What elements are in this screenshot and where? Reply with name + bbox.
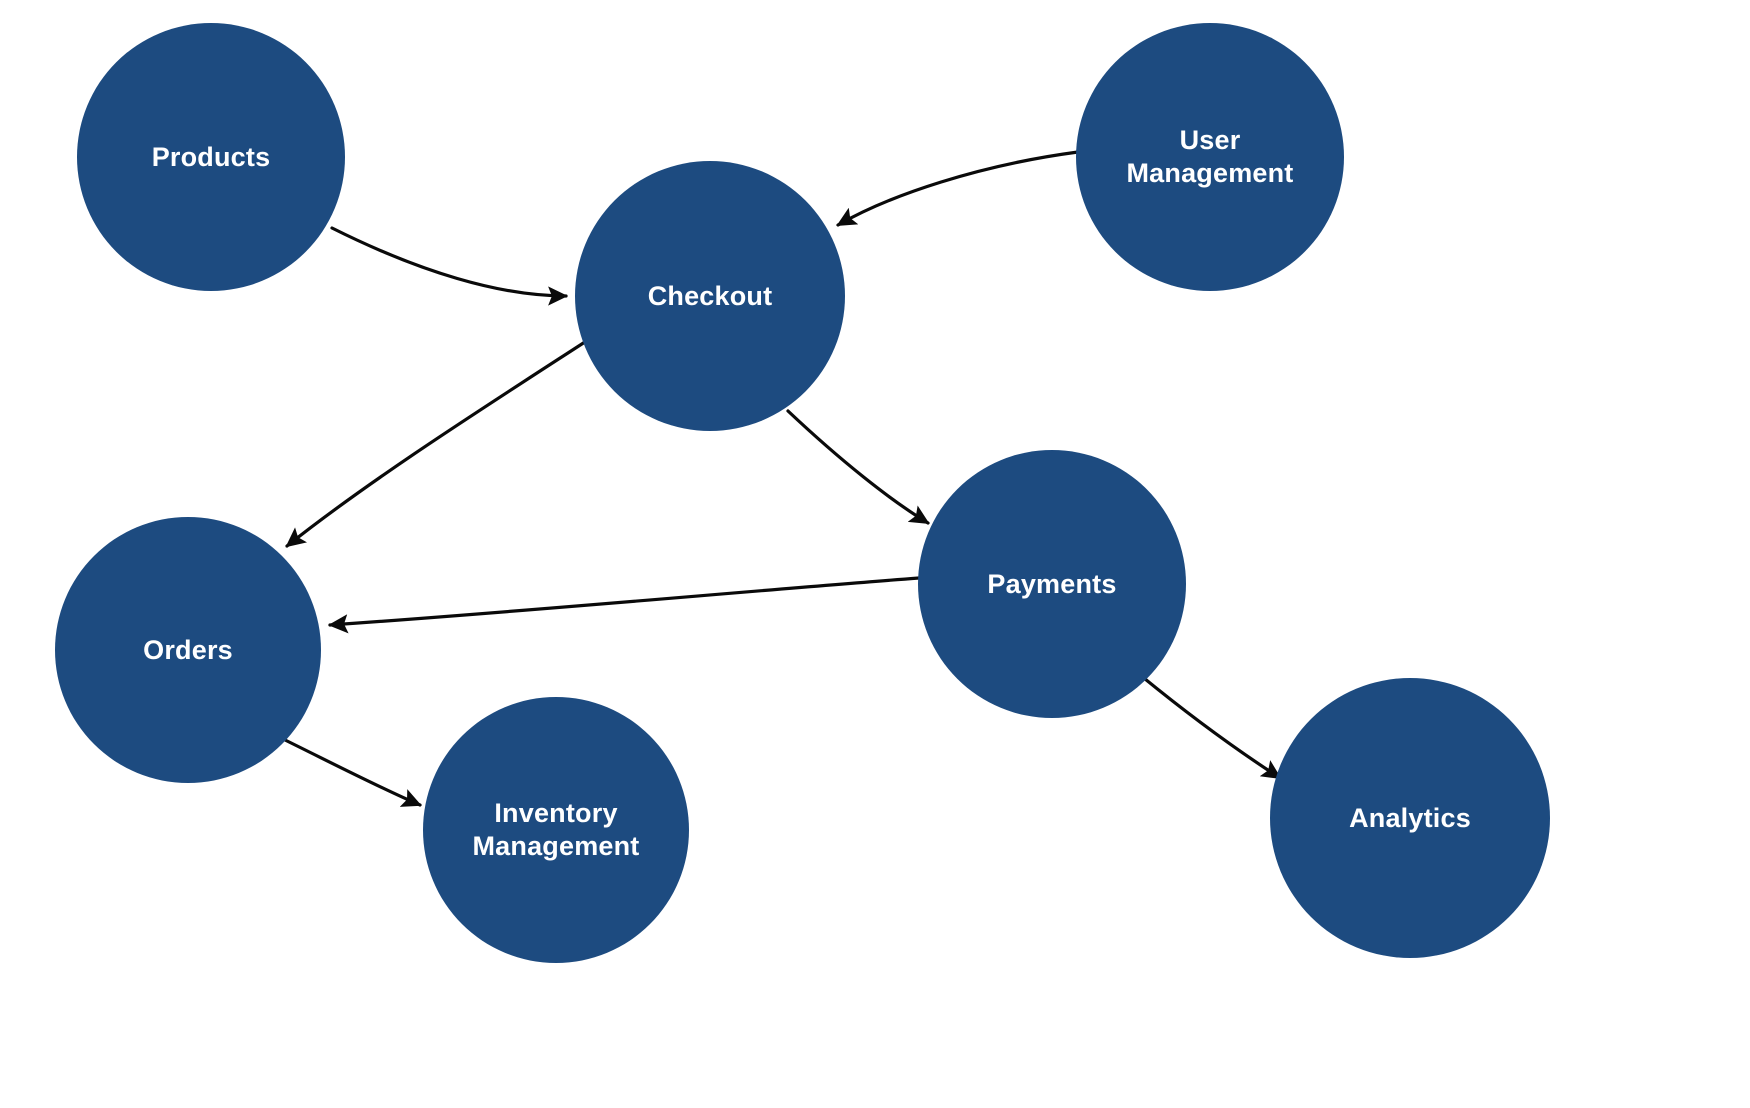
node-label-products: Products xyxy=(151,141,271,172)
node-user-management[interactable]: User Management xyxy=(1076,23,1344,291)
node-products[interactable]: Products xyxy=(77,23,345,291)
node-label-inventory-management: Inventory Management xyxy=(472,798,640,861)
node-payments[interactable]: Payments xyxy=(918,450,1186,718)
edge-checkout-to-payments xyxy=(786,409,930,525)
node-analytics[interactable]: Analytics xyxy=(1270,678,1550,958)
node-orders[interactable]: Orders xyxy=(55,517,321,783)
node-label-checkout: Checkout xyxy=(647,280,773,311)
node-label-payments: Payments xyxy=(987,568,1117,599)
node-label-analytics: Analytics xyxy=(1349,802,1471,833)
node-inventory-management[interactable]: Inventory Management xyxy=(423,697,689,963)
node-checkout[interactable]: Checkout xyxy=(575,161,845,431)
edge-payments-to-analytics xyxy=(1137,672,1282,780)
node-label-orders: Orders xyxy=(143,634,233,665)
edge-orders-to-inventory-management xyxy=(279,736,422,807)
edge-checkout-to-orders xyxy=(285,338,590,548)
edge-payments-to-orders xyxy=(328,576,921,634)
edge-products-to-checkout xyxy=(330,226,568,306)
node-label-user-management: User Management xyxy=(1126,125,1294,188)
edge-user-management-to-checkout xyxy=(836,150,1080,227)
